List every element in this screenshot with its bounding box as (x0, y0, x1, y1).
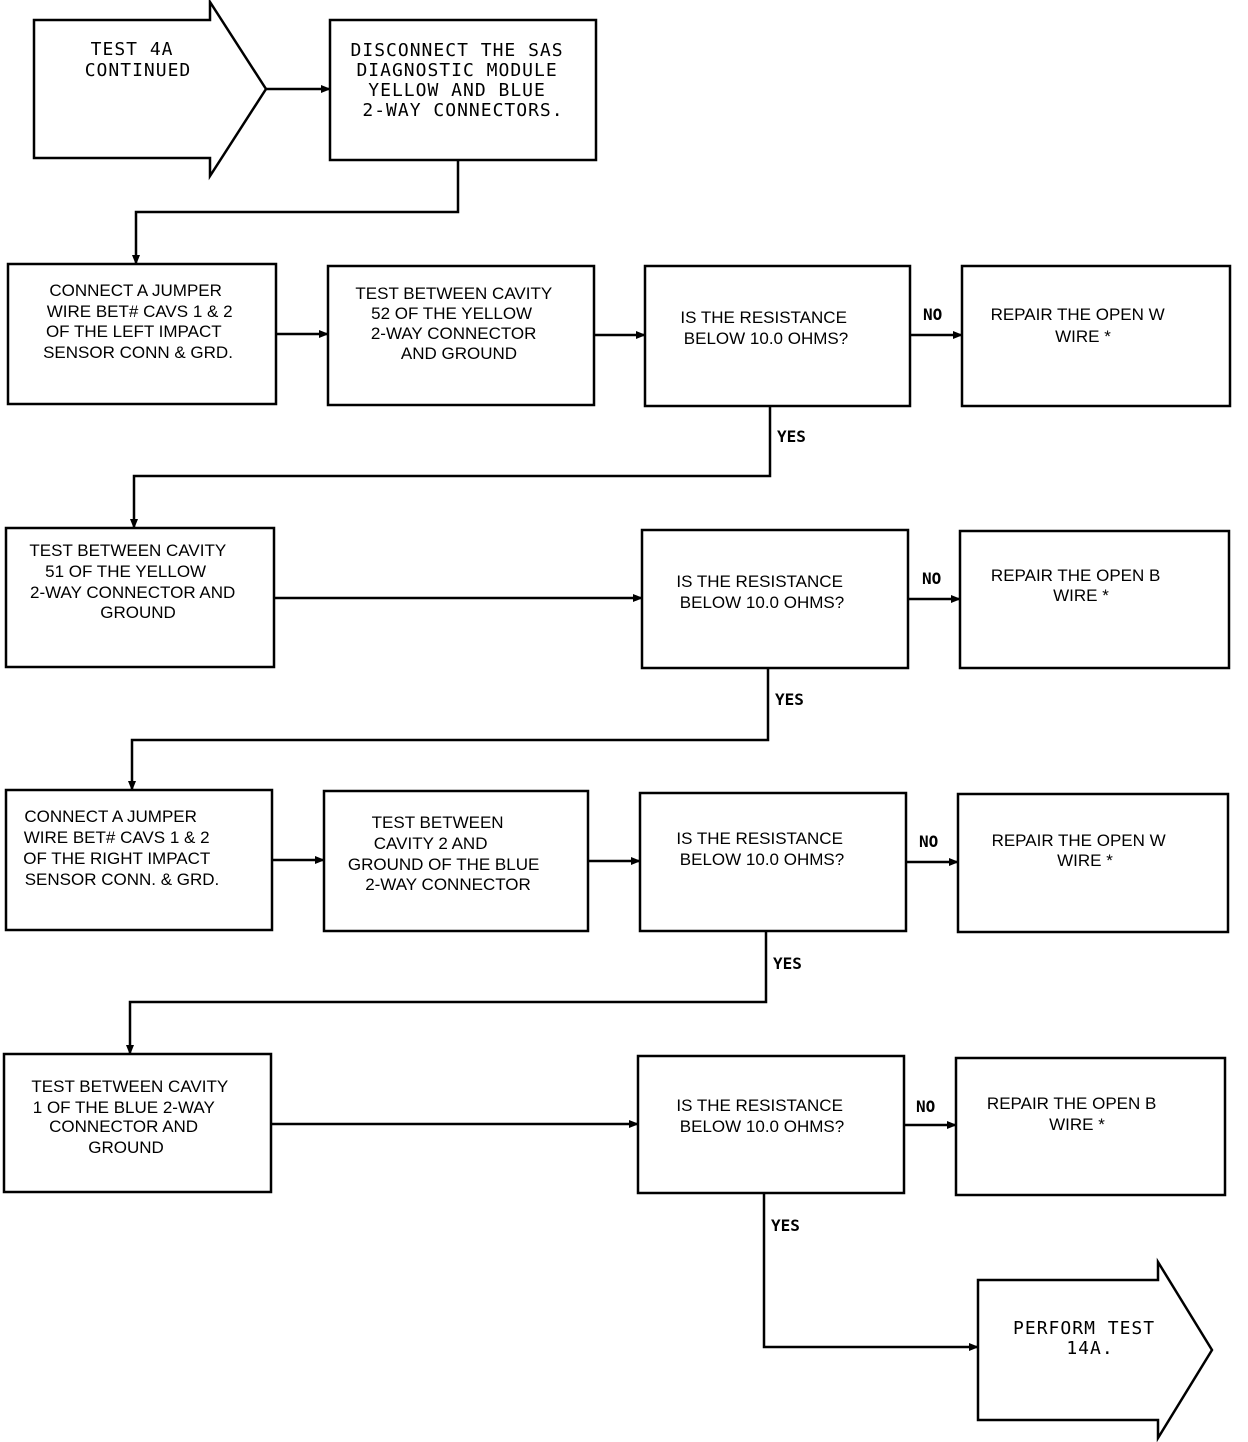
row3-repair-text: REPAIR THE OPEN W WIRE * (992, 831, 1171, 870)
end-arrow-shape (976, 1257, 1214, 1442)
row3-question-box (638, 791, 908, 933)
row1-test-text: TEST BETWEEN CAVITY 52 OF THE YELLOW 2-W… (355, 284, 556, 363)
row4-repair-text: REPAIR THE OPEN B WIRE * (987, 1094, 1161, 1134)
start-arrow-shape (32, 0, 268, 181)
row2-test-text: TEST BETWEEN CAVITY 51 OF THE YELLOW 2-W… (29, 541, 240, 622)
row4-no-label: NO (916, 1097, 935, 1116)
row2-repair-text: REPAIR THE OPEN B WIRE * (991, 566, 1165, 605)
row2-question-text: IS THE RESISTANCE BELOW 10.0 OHMS? (676, 572, 847, 612)
row1-jumper-box (6, 262, 278, 406)
row2-yes-label: YES (775, 690, 804, 709)
connectors (126, 85, 979, 1351)
disconnect-box (328, 18, 598, 162)
row3-no-label: NO (919, 832, 938, 851)
row2-repair-box (958, 529, 1231, 670)
row3-jumper-text: CONNECT A JUMPER WIRE BET# CAVS 1 & 2 OF… (23, 807, 219, 889)
row3-question-text: IS THE RESISTANCE BELOW 10.0 OHMS? (676, 829, 847, 869)
connector-row2-yes (128, 668, 770, 791)
row1-repair-text: REPAIR THE OPEN W WIRE * (991, 305, 1170, 346)
connector-row1-yes (130, 406, 772, 529)
row4-question-box (636, 1054, 906, 1195)
row4-test-box (2, 1052, 273, 1194)
row1-yes-label: YES (777, 427, 806, 446)
start-text: TEST 4A CONTINUED (85, 39, 192, 81)
row1-test-box (326, 264, 596, 407)
row4-question-text: IS THE RESISTANCE BELOW 10.0 OHMS? (676, 1096, 847, 1136)
row1-question-text: IS THE RESISTANCE BELOW 10.0 OHMS? (680, 308, 851, 348)
row4-test-text: TEST BETWEEN CAVITY 1 OF THE BLUE 2-WAY … (31, 1077, 232, 1157)
connector-row3-yes (126, 931, 768, 1055)
connector-row4-yes (762, 1193, 979, 1351)
row3-test-text: TEST BETWEEN CAVITY 2 AND GROUND OF THE … (348, 813, 544, 894)
disconnect-text: DISCONNECT THE SAS DIAGNOSTIC MODULE YEL… (351, 40, 576, 121)
connector-disconnect-to-row1 (132, 160, 460, 265)
row3-repair-box (956, 792, 1230, 934)
row4-repair-box (954, 1056, 1227, 1197)
row3-yes-label: YES (773, 954, 802, 973)
row4-yes-label: YES (771, 1216, 800, 1235)
row1-jumper-text: CONNECT A JUMPER WIRE BET# CAVS 1 & 2 OF… (43, 281, 237, 362)
end-text: PERFORM TEST 14A. (1013, 1318, 1167, 1359)
row2-no-label: NO (922, 569, 941, 588)
row3-test-box (322, 789, 590, 933)
row2-test-box (4, 526, 276, 669)
row1-no-label: NO (923, 305, 942, 324)
